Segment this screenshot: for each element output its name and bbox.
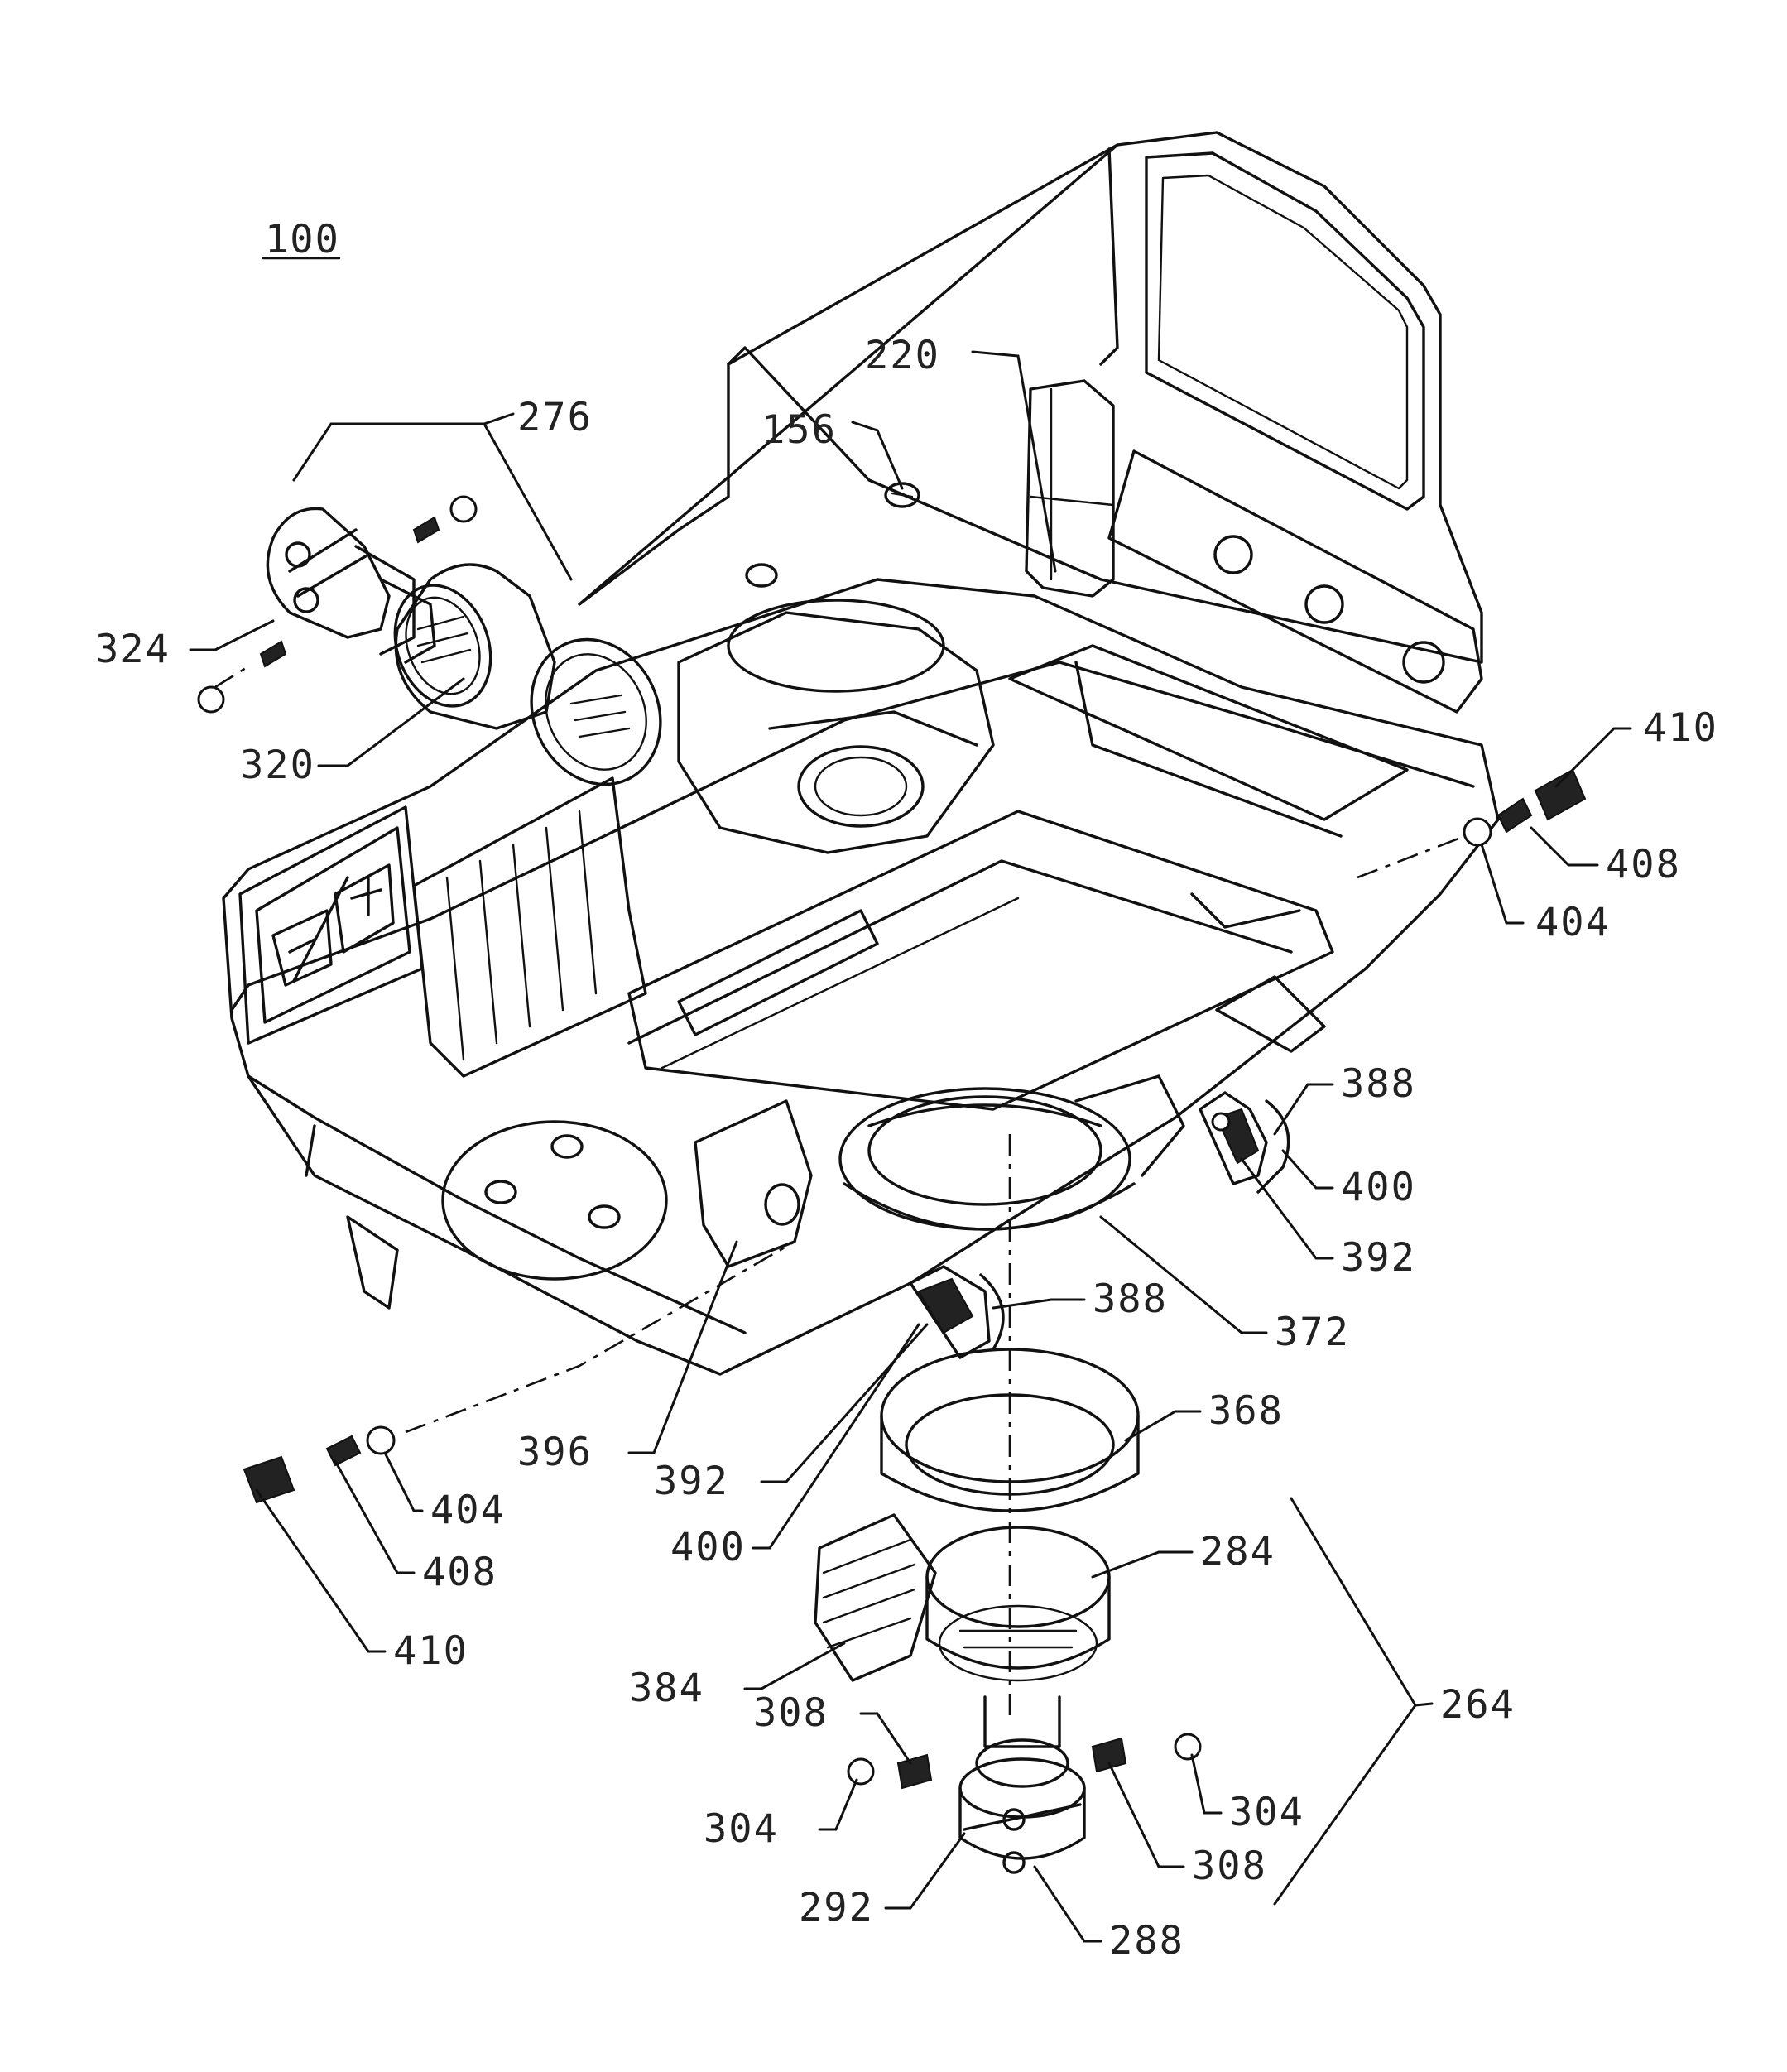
label-308-left: 308 (753, 1690, 829, 1736)
label-404-left: 404 (430, 1488, 506, 1533)
label-392-right: 392 (1341, 1235, 1416, 1281)
label-408-left: 408 (422, 1550, 497, 1595)
label-400-left: 400 (670, 1525, 746, 1570)
label-284: 284 (1200, 1529, 1275, 1574)
label-320: 320 (240, 743, 315, 788)
label-276: 276 (517, 395, 593, 440)
label-292: 292 (799, 1885, 874, 1930)
lower-dial-assembly (815, 1349, 1200, 1872)
label-392-left: 392 (654, 1459, 729, 1504)
label-384: 384 (629, 1666, 704, 1711)
label-288: 288 (1109, 1918, 1184, 1964)
label-408-right: 408 (1606, 842, 1681, 887)
sight-housing (223, 132, 1498, 1374)
label-368: 368 (1208, 1388, 1284, 1434)
label-264: 264 (1440, 1682, 1516, 1728)
label-324: 324 (95, 627, 171, 672)
detent-right (1200, 1093, 1289, 1192)
screw-156 (747, 483, 919, 586)
label-396: 396 (517, 1430, 593, 1475)
ball-spring-sets (244, 770, 1585, 1502)
label-304-left: 304 (704, 1806, 779, 1852)
label-410-right: 410 (1643, 705, 1718, 751)
reference-labels: 100 276 220 156 324 320 410 408 404 388 … (95, 217, 1718, 1964)
label-220: 220 (865, 333, 940, 378)
label-404-right: 404 (1535, 900, 1611, 945)
label-100: 100 (265, 217, 340, 262)
label-400-right: 400 (1341, 1165, 1416, 1210)
label-308-right: 308 (1192, 1844, 1267, 1889)
label-372: 372 (1275, 1310, 1350, 1355)
label-156: 156 (761, 407, 837, 453)
label-304-right: 304 (1229, 1790, 1304, 1835)
label-388-left: 388 (1093, 1276, 1168, 1322)
label-388-right: 388 (1341, 1061, 1416, 1107)
detent-left (910, 1267, 1003, 1358)
label-410-left: 410 (393, 1628, 468, 1674)
bracket-264 (1275, 1498, 1432, 1904)
